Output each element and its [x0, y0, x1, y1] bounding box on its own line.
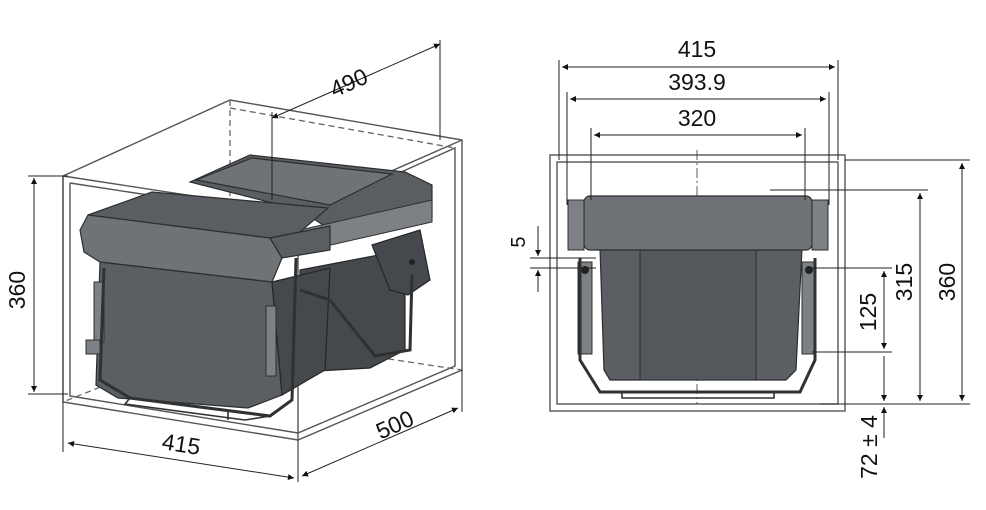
- cabinet-front-outline: [549, 154, 846, 412]
- front-view-bin: [567, 195, 829, 399]
- label-total-height: 360: [934, 263, 960, 301]
- label-width-left: 415: [160, 428, 202, 460]
- dim-depth-bottom: 500: [301, 370, 463, 477]
- front-view: 415 393.9 320 5 125: [508, 36, 970, 479]
- label-bottom-clearance: 72 ± 4: [856, 415, 882, 479]
- dim-width-left: 415: [62, 402, 299, 482]
- dim-bottom-clearance: 72 ± 4: [856, 356, 896, 479]
- dim-outer-width: 415: [558, 36, 839, 160]
- label-outer-width: 415: [678, 36, 716, 62]
- cabinet-front-inner: [556, 161, 839, 405]
- dim-offset: 5: [508, 226, 596, 292]
- dim-height-left: 360: [4, 175, 68, 395]
- label-offset: 5: [508, 236, 530, 247]
- label-height-left: 360: [4, 271, 30, 309]
- wire-frame: [98, 257, 414, 421]
- dim-rail-height: 125: [812, 267, 892, 353]
- label-inner-width: 320: [678, 105, 716, 131]
- label-rail-height: 125: [855, 293, 881, 331]
- front-bin: [79, 191, 331, 409]
- label-bin-height: 315: [891, 263, 917, 301]
- isometric-view: 490 360 415 500: [4, 40, 463, 482]
- label-mid-width: 393.9: [668, 69, 726, 95]
- label-depth-bottom: 500: [372, 405, 418, 444]
- dim-mid-width: 393.9: [566, 69, 830, 205]
- dim-total-height: 360: [845, 159, 970, 405]
- dim-inner-width: 320: [590, 105, 806, 200]
- label-depth-top: 490: [326, 63, 372, 102]
